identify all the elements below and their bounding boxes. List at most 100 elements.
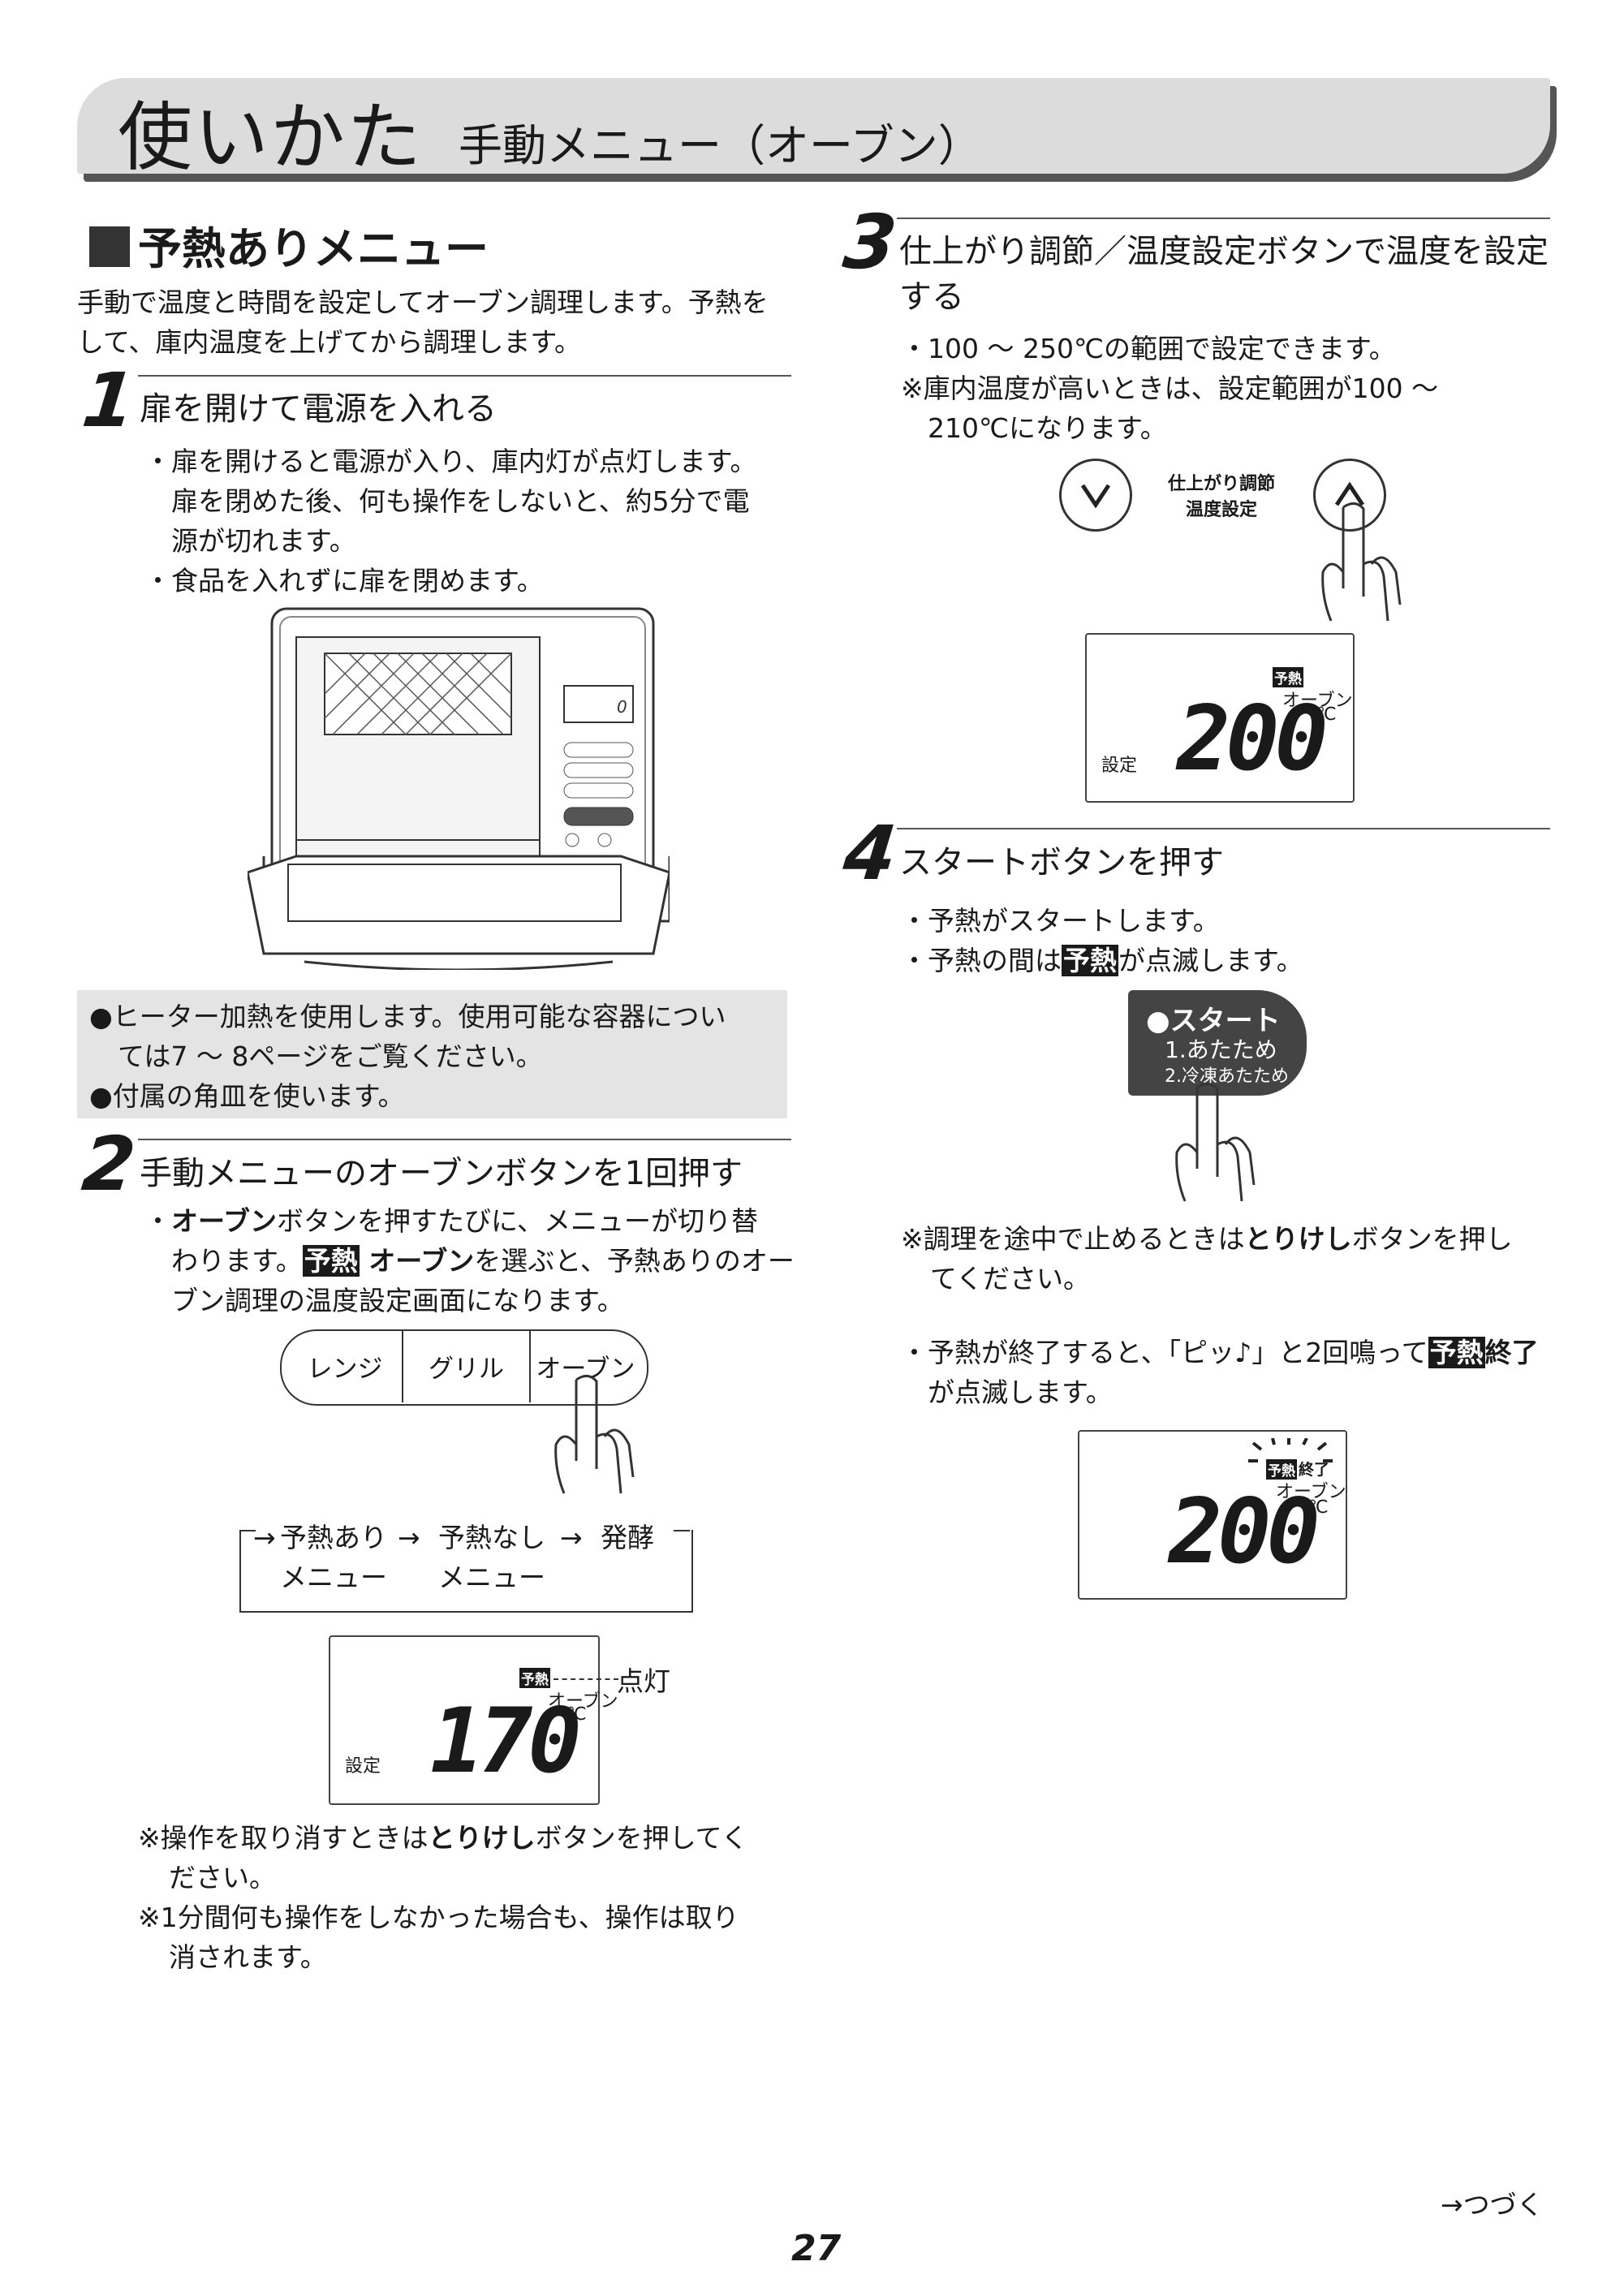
preheat-badge: 予熱 <box>302 1245 360 1277</box>
divider <box>402 1329 403 1402</box>
hand-icon <box>1175 1083 1256 1202</box>
temp-label-line: 仕上がり調節 <box>1167 474 1275 494</box>
step2-notes: ※操作を取り消すときはとりけしボタンを押してく ださい。 ※1分間何も操作をしな… <box>138 1818 803 1977</box>
cycle-line <box>674 1530 690 1531</box>
note-line: ださい。 <box>169 1862 276 1893</box>
step-number: 4 <box>839 810 901 897</box>
chevron-down-icon <box>1080 484 1111 509</box>
cycle-item: 予熱なし メニュー <box>438 1518 545 1597</box>
intro-line: して、庫内温度を上げてから調理します。 <box>77 326 582 358</box>
temp-down-button[interactable] <box>1059 459 1132 532</box>
cycle-item: 予熱あり メニュー <box>280 1518 387 1597</box>
hand-icon <box>554 1375 635 1494</box>
bullet-span: ・予熱の間は <box>901 945 1062 976</box>
page-number: 27 <box>791 2228 842 2269</box>
cycle-arrow: → <box>253 1522 276 1553</box>
lcd-temperature: 200 <box>1177 687 1329 790</box>
note-span: ボタンを押してく <box>535 1822 748 1854</box>
chevron-up-icon <box>1334 481 1365 506</box>
lcd-mode: オーブン <box>548 1691 618 1712</box>
preheat-badge: 予熱 <box>519 1668 550 1688</box>
bullet-text: ブン調理の温度設定画面になります。 <box>171 1285 624 1316</box>
bold-term: とりけし <box>1244 1223 1352 1255</box>
notes-text: ●ヒーター加熱を使用します。使用可能な容器につい ては7 ～ 8ページをご覧くだ… <box>89 997 787 1116</box>
cycle-label: メニュー <box>280 1562 387 1593</box>
step-number: 3 <box>839 199 901 286</box>
bold-term: とりけし <box>428 1822 536 1854</box>
step-title-line: 仕上がり調節／温度設定ボタンで温度を設定 <box>899 233 1549 270</box>
bullet-text: わります。予熱 オーブンを選ぶと、予熱ありのオー <box>144 1241 802 1281</box>
lcd-unit: ℃ <box>1316 704 1337 725</box>
temp-up-button[interactable] <box>1313 459 1386 532</box>
step-rule <box>138 375 791 377</box>
notes-box <box>77 990 787 1118</box>
bullet-text: が点滅します。 <box>928 1376 1113 1408</box>
note-line: ※調理を途中で止めるときはとりけしボタンを押し <box>901 1219 1558 1259</box>
cycle-arrow: → <box>560 1522 583 1553</box>
bullet-span: ・予熱が終了すると、「ピッ♪」と2回鳴って <box>901 1337 1428 1368</box>
note-line: てください。 <box>930 1263 1091 1294</box>
bullet-text: ・扉を開けると電源が入り、庫内灯が点灯します。 <box>144 446 757 477</box>
cycle-label: 予熱あり <box>280 1522 387 1553</box>
step-title: 手動メニューのオーブンボタンを1回押す <box>140 1155 743 1192</box>
page-subtitle: 手動メニュー（オーブン） <box>459 120 982 171</box>
lcd-temperature: 170 <box>430 1689 582 1793</box>
lcd-mode: オーブン <box>1276 1482 1346 1502</box>
section-title: 予熱ありメニュー <box>89 213 489 277</box>
range-button[interactable]: レンジ <box>307 1354 383 1384</box>
blink-rays-icon <box>1248 1438 1333 1462</box>
step3-bullets: ・100 ～ 250℃の範囲で設定できます。 ※庫内温度が高いときは、設定範囲が… <box>901 329 1550 448</box>
bullet-dot: ・ <box>144 1205 171 1237</box>
step-title: 扉を開けて電源を入れる <box>140 390 497 428</box>
bullet-text: 源が切れます。 <box>171 525 356 557</box>
cycle-frame <box>239 1530 693 1613</box>
step1-bullets: ・扉を開けると電源が入り、庫内灯が点灯します。 扉を閉めた後、何も操作をしないと… <box>144 442 794 601</box>
temp-label-line: 温度設定 <box>1185 500 1257 520</box>
cycle-arrow: → <box>398 1522 420 1553</box>
step-title: スタートボタンを押す <box>899 844 1224 881</box>
start-option: 1.あたため <box>1165 1036 1277 1063</box>
bullet-text: 扉を閉めた後、何も操作をしないと、約5分で電 <box>171 485 750 517</box>
bullet-text: ・食品を入れずに扉を閉めます。 <box>144 565 544 597</box>
preheat-badge: 予熱 <box>1428 1337 1485 1368</box>
bullet-span: を選ぶと、予熱ありのオー <box>474 1245 795 1277</box>
manual-menu-bar <box>280 1329 648 1406</box>
lcd-unit: ℃ <box>1308 1497 1329 1518</box>
step-rule <box>138 1139 791 1140</box>
step-number: 2 <box>78 1121 140 1208</box>
lcd-setting-label: 設定 <box>1101 756 1138 776</box>
microwave-display-value: 0 <box>617 697 627 717</box>
bullet-text: ・100 ～ 250℃の範囲で設定できます。 <box>901 333 1396 364</box>
step4-finish: ・予熱が終了すると、「ピッ♪」と2回鳴って予熱終了 が点滅します。 <box>901 1333 1566 1412</box>
start-button[interactable]: ●スタート 1.あたため 2.冷凍あたため <box>1128 990 1307 1096</box>
bold-term: オーブン <box>359 1245 475 1277</box>
bold-term: オーブン <box>171 1205 278 1237</box>
start-option: 2.冷凍あたため <box>1165 1066 1289 1087</box>
bullet-text: ※庫内温度が高いときは、設定範囲が100 ～ <box>901 373 1439 404</box>
bold-term: 終了 <box>1484 1337 1539 1368</box>
bullet-span: わります。 <box>171 1245 303 1277</box>
page-title: 使いかた <box>118 94 424 181</box>
lcd-setting-label: 設定 <box>345 1756 381 1777</box>
grill-button[interactable]: グリル <box>429 1354 504 1384</box>
note-span: ※操作を取り消すときは <box>138 1822 429 1854</box>
hand-icon <box>1321 502 1402 622</box>
step-rule <box>897 218 1550 219</box>
section-title-text: 予熱ありメニュー <box>138 223 489 274</box>
cycle-label: 予熱なし <box>438 1522 545 1553</box>
intro-text: 手動で温度と時間を設定してオーブン調理します。予熱を して、庫内温度を上げてから… <box>77 282 808 362</box>
note-line: 消されます。 <box>169 1941 327 1973</box>
oven-button[interactable]: オーブン <box>536 1354 635 1384</box>
bullet-text: ・予熱が終了すると、「ピッ♪」と2回鳴って予熱終了 <box>901 1333 1566 1372</box>
step-number: 1 <box>78 357 140 444</box>
note-line: ●ヒーター加熱を使用します。使用可能な容器につい <box>89 1001 726 1032</box>
step4-bullets: ・予熱がスタートします。 ・予熱の間は予熱が点滅します。 <box>901 901 1550 980</box>
header-band <box>77 78 1550 174</box>
lcd-display <box>1078 1430 1347 1600</box>
step-title: 仕上がり調節／温度設定ボタンで温度を設定 する <box>899 229 1549 320</box>
note-span: ボタンを押し <box>1351 1223 1513 1255</box>
lcd-temperature: 200 <box>1169 1480 1320 1583</box>
cycle-label: 発酵 <box>601 1522 654 1553</box>
note-span: ※調理を途中で止めるときは <box>901 1223 1245 1255</box>
bullet-text: ・予熱の間は予熱が点滅します。 <box>901 941 1550 980</box>
